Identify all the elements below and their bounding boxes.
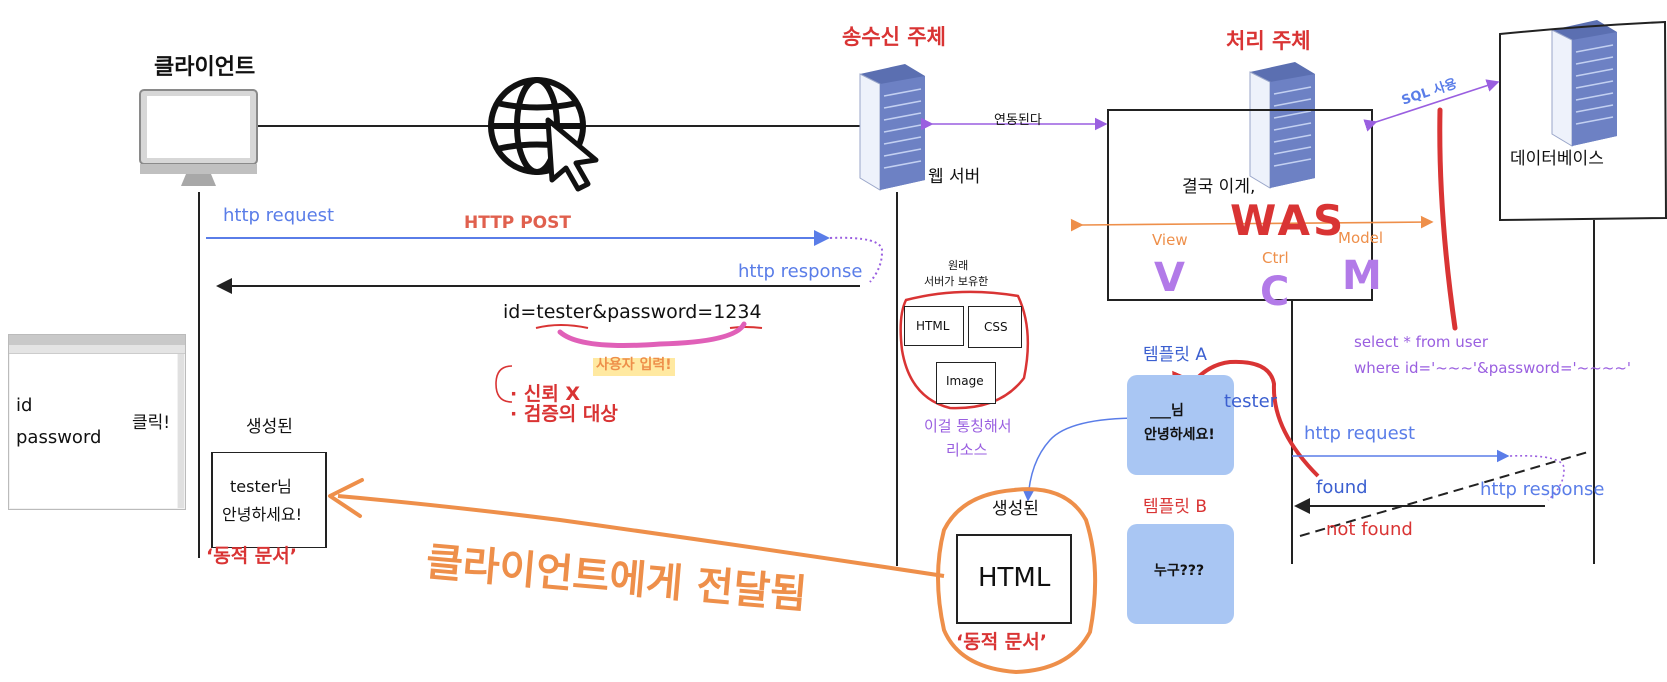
resource-css-box bbox=[968, 306, 1022, 348]
browser-address-bar bbox=[9, 345, 185, 354]
client-dynamic-doc-label: ‘동적 문서’ bbox=[206, 545, 297, 567]
template-a-line2: 안녕하세요! bbox=[1144, 427, 1215, 443]
template-b-body: 누구??? bbox=[1154, 563, 1205, 579]
v-letter: V bbox=[1154, 255, 1185, 301]
resource-image-box bbox=[936, 362, 996, 404]
tester-label: tester bbox=[1224, 391, 1278, 412]
db-turnaround bbox=[1509, 454, 1565, 501]
http-post-label: HTTP POST bbox=[464, 213, 571, 233]
browser-window bbox=[8, 334, 186, 510]
generated-html-box bbox=[956, 534, 1072, 624]
input-brace bbox=[557, 321, 747, 348]
user-input-label: 사용자 입력! bbox=[596, 357, 672, 373]
resource-html-box bbox=[904, 306, 964, 346]
sender-title: 송수신 주체 bbox=[842, 25, 946, 49]
client-document-box bbox=[211, 452, 327, 548]
processor-title: 처리 주체 bbox=[1226, 29, 1311, 53]
found-to-template-arrow bbox=[1172, 359, 1320, 478]
linked-label: 연동된다 bbox=[994, 113, 1042, 128]
globe-icon bbox=[488, 77, 586, 175]
browser-tabbar bbox=[9, 335, 185, 345]
was-prefix: 결국 이게, bbox=[1182, 177, 1256, 197]
database-server-icon bbox=[1551, 20, 1617, 147]
resource-css-text: CSS bbox=[984, 320, 1008, 334]
browser-scrollbar bbox=[178, 354, 184, 508]
monitor-icon bbox=[139, 89, 258, 186]
template-to-html-arrow bbox=[1022, 417, 1141, 502]
sql-arrow bbox=[1363, 79, 1500, 132]
template-b-title: 템플릿 B bbox=[1143, 497, 1207, 517]
query-string: id=tester&password=1234 bbox=[503, 301, 762, 323]
resources-circle bbox=[899, 290, 1030, 410]
sql-line1: select * from user bbox=[1354, 333, 1488, 351]
was-title: WAS bbox=[1230, 196, 1347, 245]
client-doc-line2: 안녕하세요! bbox=[222, 505, 303, 524]
view-label: View bbox=[1152, 231, 1188, 249]
mvc-arrow bbox=[1070, 215, 1434, 232]
http-turnaround bbox=[829, 236, 884, 283]
click-label: 클릭! bbox=[132, 413, 171, 433]
db-response-label: http response bbox=[1480, 479, 1605, 500]
resources-note-1: 이걸 통칭해서 bbox=[924, 417, 1012, 435]
resource-html-text: HTML bbox=[916, 319, 950, 333]
tester-underline bbox=[535, 324, 589, 329]
browser-page bbox=[10, 354, 177, 508]
trust-x-label: · 신뢰 X bbox=[510, 383, 581, 405]
sql-line2: where id='~~~'&password='~~~~' bbox=[1354, 359, 1632, 377]
generated-html-text: HTML bbox=[978, 563, 1051, 593]
resources-caption-1: 원래 bbox=[948, 259, 969, 272]
c-letter: C bbox=[1260, 269, 1290, 315]
resource-image-text: Image bbox=[946, 374, 984, 388]
browser-id-label: id bbox=[16, 395, 33, 416]
template-a-card bbox=[1127, 375, 1234, 475]
was-server-icon bbox=[1249, 62, 1315, 189]
not-found-dashed bbox=[1299, 451, 1589, 537]
generated-html-circle bbox=[936, 487, 1098, 675]
found-label: found bbox=[1316, 477, 1368, 498]
resources-note-2: 리소스 bbox=[946, 441, 988, 459]
password-underline bbox=[729, 326, 763, 329]
resources-caption-2: 서버가 보유한 bbox=[924, 275, 989, 288]
client-label: 클라이언트 bbox=[154, 55, 256, 80]
web-server-label: 웹 서버 bbox=[928, 167, 981, 187]
was-box bbox=[1107, 109, 1373, 301]
delivered-arrow bbox=[337, 494, 945, 578]
m-letter: M bbox=[1342, 253, 1382, 299]
database-box bbox=[1499, 20, 1667, 222]
not-found-label: not found bbox=[1326, 519, 1413, 540]
model-label: Model bbox=[1338, 229, 1384, 247]
red-emphasis-stroke bbox=[1437, 107, 1458, 331]
cursor-icon bbox=[545, 117, 599, 192]
web-server-icon bbox=[859, 64, 925, 191]
input-bracket bbox=[495, 365, 513, 403]
database-label: 데이터베이스 bbox=[1510, 149, 1604, 169]
client-generated-label: 생성된 bbox=[246, 417, 293, 437]
delivered-arrowhead bbox=[328, 478, 364, 518]
http-response-label: http response bbox=[738, 261, 863, 282]
generated-html-label: 생성된 bbox=[992, 499, 1039, 519]
client-doc-line1: tester님 bbox=[230, 477, 292, 496]
template-a-title: 템플릿 A bbox=[1143, 345, 1207, 365]
browser-password-label: password bbox=[16, 427, 102, 448]
input-highlight bbox=[593, 358, 675, 376]
http-request-label: http request bbox=[223, 205, 335, 226]
ctrl-label: Ctrl bbox=[1262, 249, 1289, 267]
verify-target-label: · 검증의 대상 bbox=[510, 403, 618, 425]
db-request-label: http request bbox=[1304, 423, 1416, 444]
template-a-line1: ___님 bbox=[1150, 403, 1184, 419]
generated-dynamic-doc-label: ‘동적 문서’ bbox=[956, 631, 1047, 653]
template-b-card bbox=[1127, 524, 1234, 624]
